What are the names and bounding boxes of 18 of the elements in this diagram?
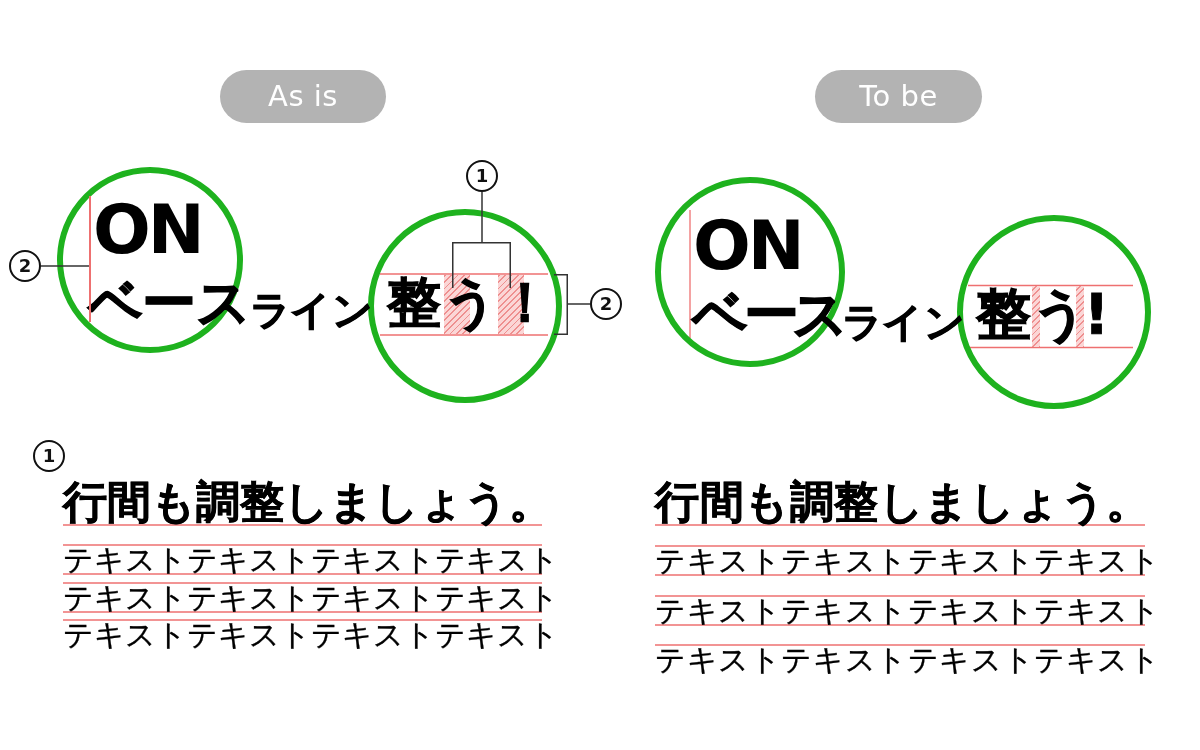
sample-word: ON xyxy=(93,196,202,264)
sample-text-line: テキストテキストテキストテキスト xyxy=(655,597,1161,624)
sample-text-line: テキストテキストテキストテキスト xyxy=(655,646,1161,673)
leader-line xyxy=(481,191,483,243)
leader-line xyxy=(40,265,90,267)
callout-number: 1 xyxy=(466,160,498,192)
tag-pill: As is xyxy=(220,70,386,123)
callout-number: 2 xyxy=(590,288,622,320)
tag-pill: To be xyxy=(815,70,982,123)
sample-text-line: テキストテキストテキストテキスト xyxy=(655,547,1161,574)
sample-text-line: テキストテキストテキストテキスト xyxy=(63,584,559,611)
callout-number: 2 xyxy=(9,250,41,282)
bracket xyxy=(554,274,568,335)
callout-number: 1 xyxy=(33,440,65,472)
sample-text-line: テキストテキストテキストテキスト xyxy=(63,621,559,648)
sample-word: ON xyxy=(693,212,802,280)
leader-line xyxy=(567,303,591,305)
sample-text-line: テキストテキストテキストテキスト xyxy=(63,546,559,573)
